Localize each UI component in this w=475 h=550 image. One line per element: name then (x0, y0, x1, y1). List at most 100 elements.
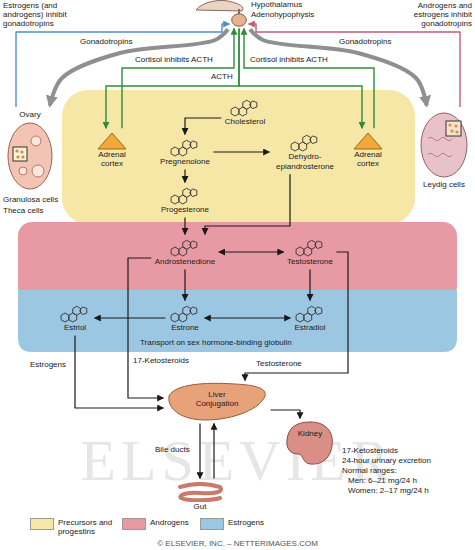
legend-entry: Estrogens (200, 518, 264, 530)
hormone-node: Estrone (167, 302, 203, 334)
estrogen-band (18, 290, 457, 352)
gut-organ: Gut (173, 480, 227, 513)
node-text: Leydig cells (423, 179, 465, 190)
legend-text: Androgens (150, 518, 189, 527)
liver-organ: LiverConjugation (165, 382, 269, 422)
hormone-label: ACTH (211, 72, 233, 81)
pathway-arrow (245, 252, 348, 381)
node-text: Liver (208, 390, 225, 399)
edge-label: Bile ducts (155, 445, 190, 454)
steroid-structure (289, 133, 321, 152)
ovary-organ: Ovary (5, 108, 55, 191)
edge-label: Androgens and estrogens inhibit gonadotr… (384, 1, 472, 29)
legend-text: Estrogens (228, 518, 264, 527)
androgen-band (18, 222, 457, 300)
cell-label: Granulosa cells (3, 195, 58, 204)
excretion-note: 17-Ketosteroids (342, 446, 398, 455)
pathway-arrow (271, 410, 301, 419)
edge-label: Cortisol inhibits ACTH (135, 55, 213, 64)
pathway-arrow (199, 424, 200, 479)
excretion-note: 24-hour urinary excretion (342, 456, 431, 465)
node-text: Adrenal cortex (92, 150, 132, 168)
node-text: Adrenal cortex (348, 150, 388, 168)
pathway-arrow (309, 270, 310, 301)
hormone-node: Dehydro-epiandrosterone (271, 131, 339, 172)
legend-swatch (200, 518, 224, 530)
steroid-structure (169, 138, 201, 157)
node-text: Cholesterol (225, 117, 265, 126)
edge-label: Gonadotropins (339, 37, 391, 46)
hormone-arrow (250, 29, 427, 105)
gut-drawing (175, 482, 225, 502)
pathway-arrow (213, 424, 214, 479)
testis-organ: Leydig cells (418, 108, 470, 191)
structure-label: Hypothalamus (251, 0, 302, 9)
steroid-structure (59, 304, 91, 323)
steroid-structure (229, 98, 261, 117)
node-text: Dehydro-epiandrosterone (273, 152, 337, 170)
pathway-arrow (184, 270, 185, 301)
hormone-node: Estradiol (292, 302, 328, 334)
hormone-node: Testosterone (285, 236, 335, 268)
kidney-organ: Kidney (284, 420, 336, 466)
pathway-arrow (184, 218, 185, 235)
cell-label: Theca cells (3, 206, 43, 215)
ovary-drawing (5, 121, 55, 191)
edge-label: Cortisol inhibits ACTH (250, 55, 328, 64)
pathway-arrow (219, 251, 284, 252)
node-text: Testosterone (287, 257, 333, 266)
legend-swatch (30, 518, 54, 530)
legend-entry: Androgens (122, 518, 189, 530)
legend-swatch (122, 518, 146, 530)
node-text: Pregnenolone (160, 157, 210, 166)
hormone-node: Estriol (57, 302, 93, 334)
adrenal-gland: Adrenal cortex (90, 130, 134, 170)
node-text: Ovary (19, 109, 40, 120)
pituitary-gland: Adenohypophysis (231, 13, 247, 27)
pathway-arrow (184, 170, 185, 183)
node-text: Estriol (64, 323, 86, 332)
edge-label: Testosterone (256, 359, 302, 368)
copyright-note: © ELSEVIER, INC. – NETTERIMAGES.COM (0, 539, 475, 548)
pathway-arrow (95, 317, 166, 318)
node-text: Progesterone (161, 205, 209, 214)
node-text: Estradiol (294, 323, 325, 332)
excretion-note: Women: 2–17 mg/24 h (348, 486, 429, 495)
pathway-arrow (205, 174, 290, 234)
hormone-node: Pregnenolone (158, 136, 212, 168)
steroid-structure (169, 186, 201, 205)
legend-text: Precursors and progestins (58, 518, 116, 536)
node-text: Gut (194, 502, 207, 511)
testis-drawing (418, 109, 470, 179)
node-text: Androstenedione (155, 257, 216, 266)
edge-label: Gonadotropins (80, 37, 132, 46)
steroid-structure (169, 304, 201, 323)
pathway-arrow (213, 151, 269, 152)
adrenal-drawing (97, 132, 127, 150)
hormone-node: Androstenedione (153, 236, 218, 268)
edge-label: 17-Ketosteroids (133, 356, 189, 365)
steroid-structure (294, 304, 326, 323)
steroid-structure (169, 238, 201, 257)
edge-label: Estrogens (30, 360, 66, 369)
pituitary-shape (231, 13, 247, 27)
adrenal-gland: Adrenal cortex (346, 130, 390, 170)
node-text: Conjugation (196, 399, 239, 408)
hormone-node: Cholesterol (223, 96, 267, 128)
kidney-drawing (284, 420, 336, 466)
pathway-arrow (128, 258, 164, 398)
feedback-arrow (16, 24, 230, 107)
node-text: Estrone (171, 323, 199, 332)
pathway-arrow (185, 118, 221, 134)
edge-label: Estrogens (and androgens) inhibit gonado… (3, 1, 91, 29)
hormone-node: Progesterone (159, 184, 211, 216)
transport-note: Transport on sex hormone-binding globuli… (140, 338, 292, 347)
feedback-arrow (249, 24, 461, 107)
node-text: Adenohypophysis (251, 10, 314, 19)
node-text: Kidney (298, 429, 322, 438)
legend-entry: Precursors and progestins (30, 518, 116, 536)
adrenal-drawing (353, 132, 383, 150)
hormone-arrow (50, 29, 228, 105)
excretion-note: Normal ranges: (342, 466, 397, 475)
